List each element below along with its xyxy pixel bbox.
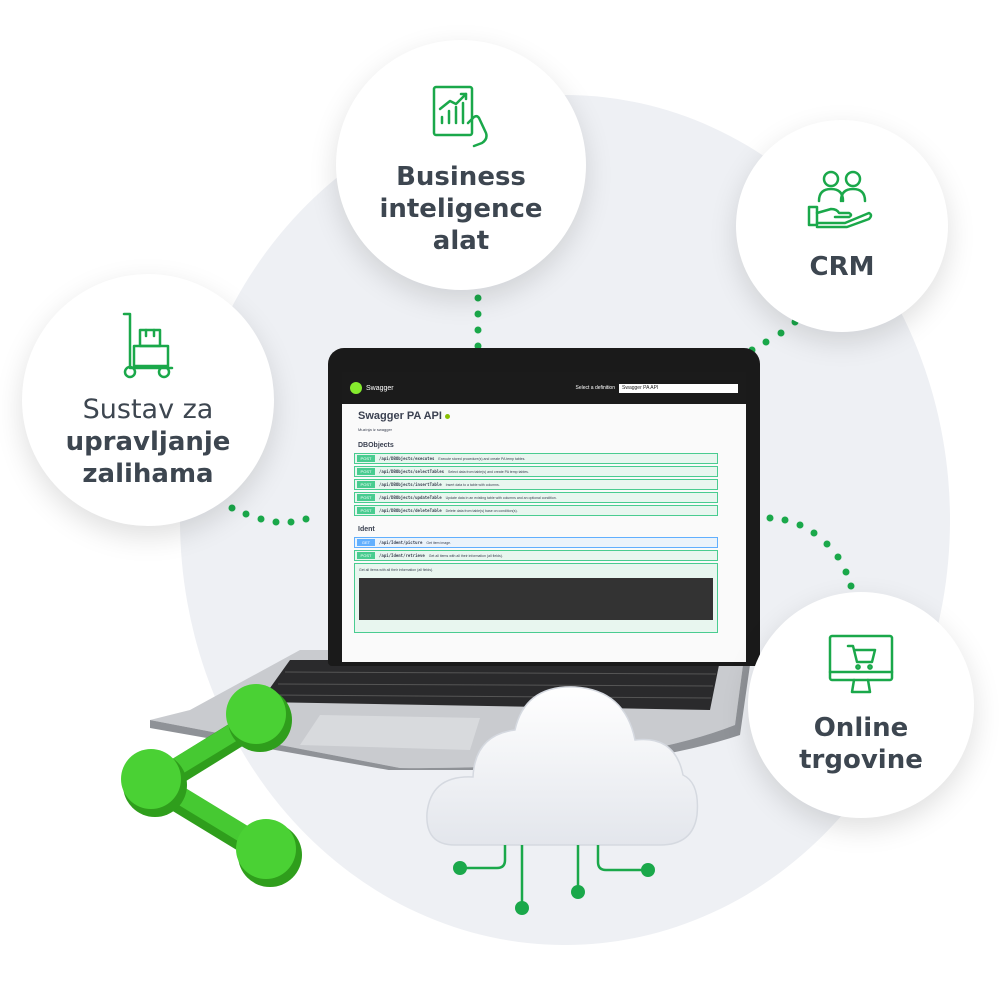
method-badge: POST [357,552,375,559]
definition-select-label: Select a definition [575,385,615,391]
inventory-label-line3: zalihama [82,459,214,489]
hand-truck-icon [122,312,174,379]
swagger-topbar: Swagger Select a definition Swagger PA A… [342,372,746,404]
operation-path: /api/Ident/retrieve [379,553,425,558]
method-badge: POST [357,494,375,501]
bubble-inventory: Sustav za upravljanje zalihama [22,274,274,526]
operation-summary: Select data from table(s) and create PA … [448,469,529,474]
code-block [359,578,713,620]
operation-path: /api/DBObjects/selectTables [379,469,445,474]
swagger-brand: Swagger [366,384,394,392]
operation-expanded-description: Get all items with all their information… [359,568,434,572]
api-title-text: Swagger PA API [358,410,442,422]
bi-label-line3: alat [432,226,490,256]
operation-path: /api/DBObjects/insertTable [379,482,442,487]
operation-expanded-body: Get all items with all their information… [354,563,718,633]
section-ident[interactable]: Ident [358,526,375,533]
shop-label-line1: Online [813,713,909,743]
method-badge: GET [357,539,375,546]
method-badge: POST [357,481,375,488]
swagger-screen: Swagger Select a definition Swagger PA A… [342,372,746,662]
bi-label-line1: Business [396,162,526,192]
bubble-crm: CRM [736,120,948,332]
cloud-icon [426,686,699,846]
customers-hand-icon [807,170,873,229]
operation-path: /api/DBObjects/updateTable [379,495,442,500]
inventory-label-line1: Sustav za [82,394,214,425]
bi-label-line2: inteligence [379,194,543,224]
shop-label-line2: trgovine [799,745,923,775]
definition-select[interactable]: Swagger PA API [619,383,738,393]
api-description: Muzinja iz swagger [358,427,393,432]
operation-path: /api/Ident/picture [379,540,423,545]
api-title: Swagger PA API [358,410,746,422]
bubble-online-shops: Online trgovine [748,592,974,818]
monitor-cart-icon [828,634,894,694]
method-badge: POST [357,468,375,475]
crm-label: CRM [809,252,875,282]
inventory-label-line2: upravljanje [65,427,231,457]
bubble-business-intelligence: Business inteligence alat [336,40,586,290]
operation-summary: Insert data to a table with columns. [445,482,500,487]
operation-summary: Get item image. [426,540,452,545]
swagger-logo-icon [350,382,362,394]
operation-summary: Get all items with all their information… [428,553,503,558]
operation-summary: Delete data from table(s) base on condit… [445,508,518,513]
operation-path: /api/DBObjects/deleteTable [379,508,442,513]
circuit-lines [453,845,655,915]
share-icon [121,684,302,887]
operation-summary: Update data in an existing table with co… [445,495,557,500]
tablet-chart-icon [432,85,488,148]
method-badge: POST [357,507,375,514]
operation-path: /api/DBObjects/executes [379,456,435,461]
method-badge: POST [357,455,375,462]
section-dbobjects[interactable]: DBObjects [358,442,394,449]
version-badge [445,413,451,419]
operation-summary: Execute stored procedure(s) and create P… [438,456,526,461]
